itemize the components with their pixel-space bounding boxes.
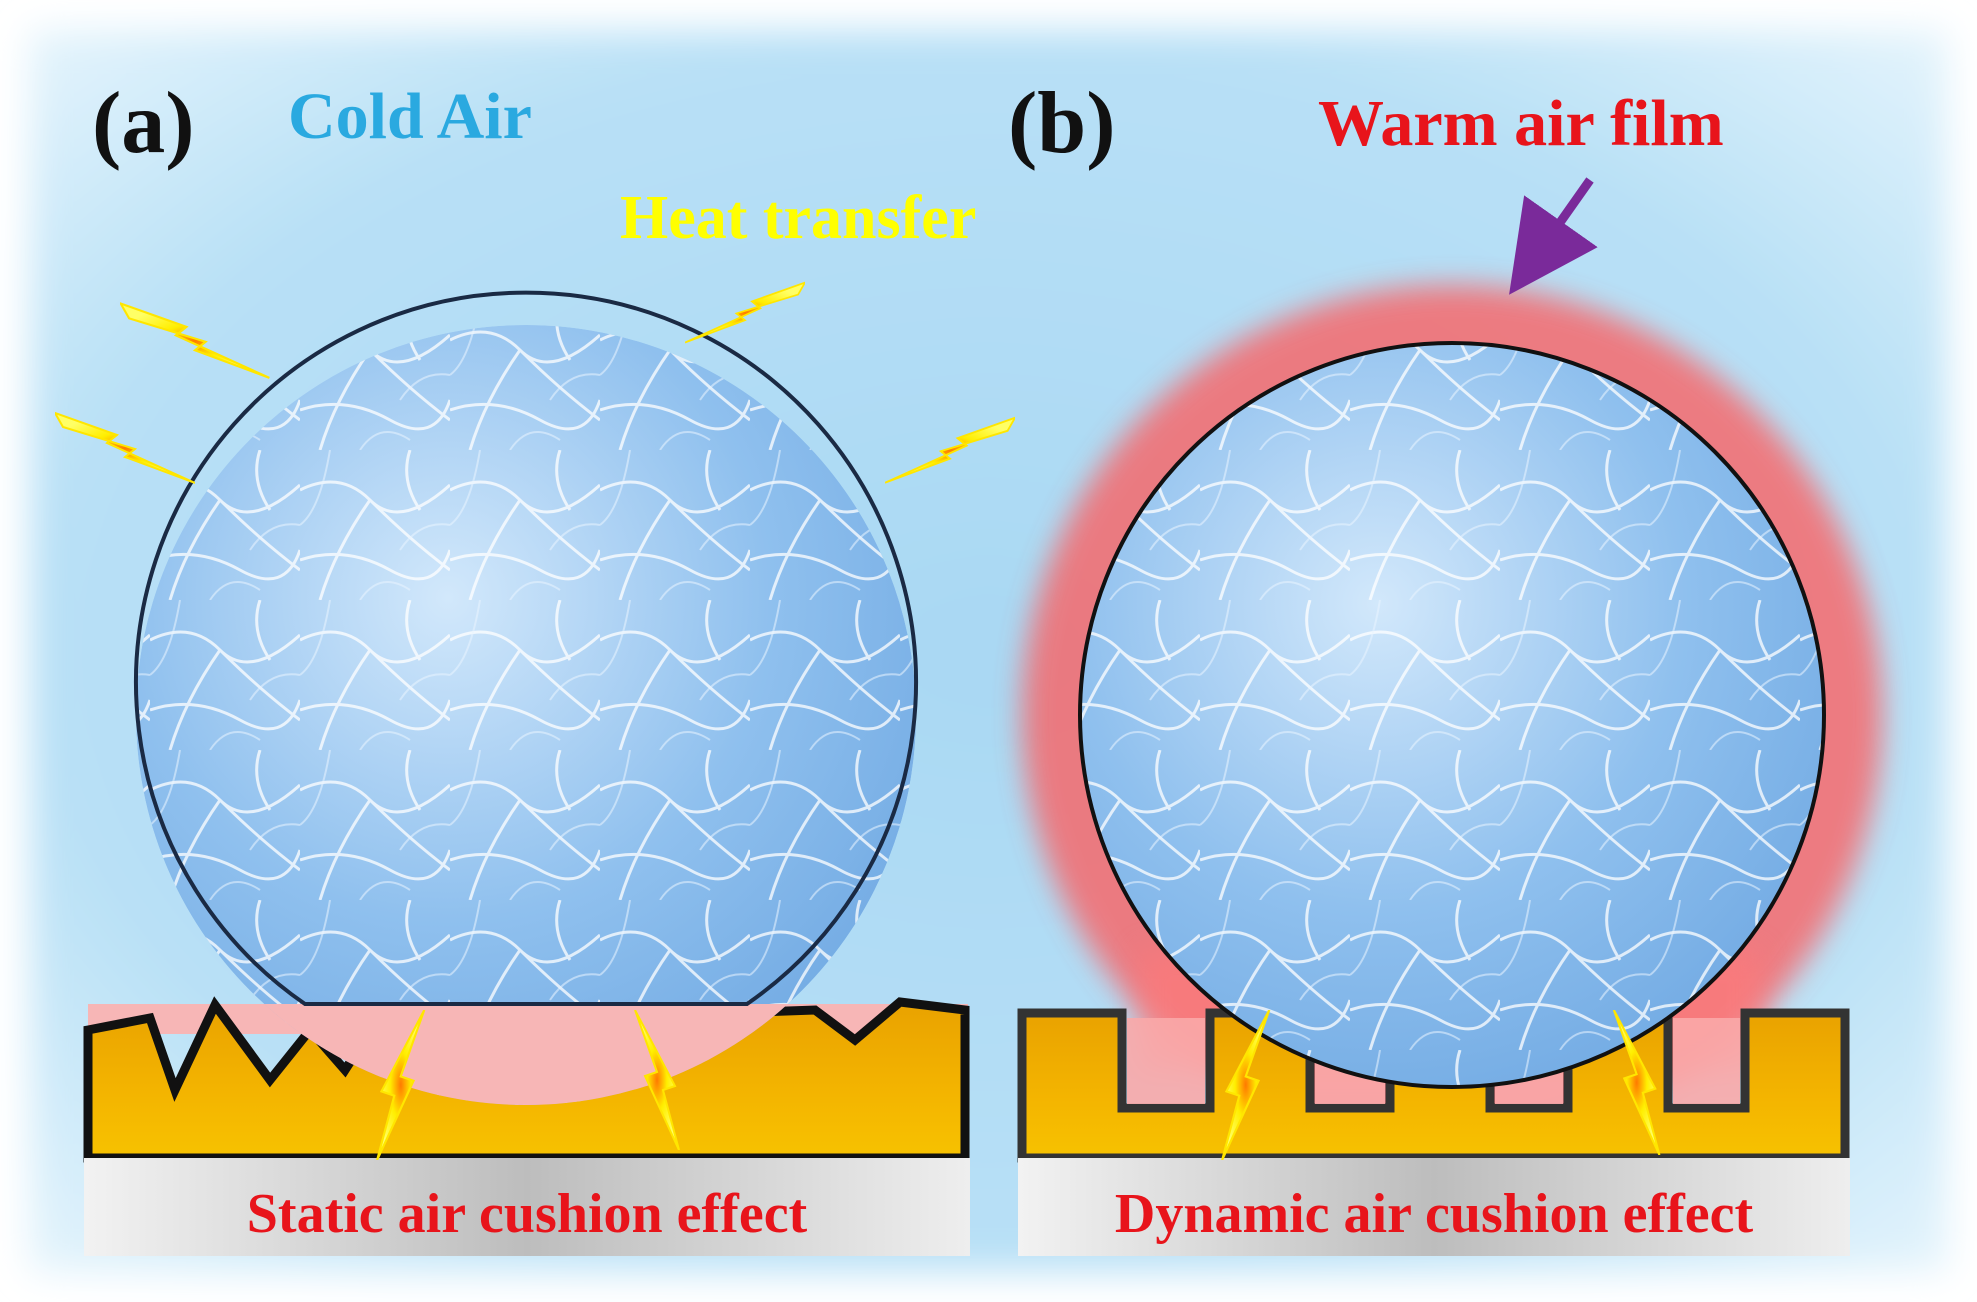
panel-b-letter: (b) xyxy=(1008,75,1116,172)
droplet-a-outline xyxy=(134,290,918,1006)
cold-air-label: Cold Air xyxy=(288,80,532,153)
droplet-b xyxy=(1080,343,1824,1087)
static-effect-label: Static air cushion effect xyxy=(247,1183,808,1245)
heat-transfer-label: Heat transfer xyxy=(620,184,976,252)
dynamic-effect-label: Dynamic air cushion effect xyxy=(1115,1183,1754,1245)
warm-air-film-label: Warm air film xyxy=(1318,87,1724,160)
droplet-a xyxy=(136,325,916,1105)
arrow-icon xyxy=(1509,177,1598,295)
panel-a: (a) Cold Air Heat transfer Static air cu… xyxy=(55,75,1015,1256)
panel-b: (b) Warm air film Dynamic air cushion ef… xyxy=(1008,75,1882,1256)
panel-a-letter: (a) xyxy=(92,75,195,172)
droplet-b-outline xyxy=(1078,341,1826,1089)
base-plate-a xyxy=(84,1158,970,1256)
base-plate-b xyxy=(1018,1158,1850,1256)
